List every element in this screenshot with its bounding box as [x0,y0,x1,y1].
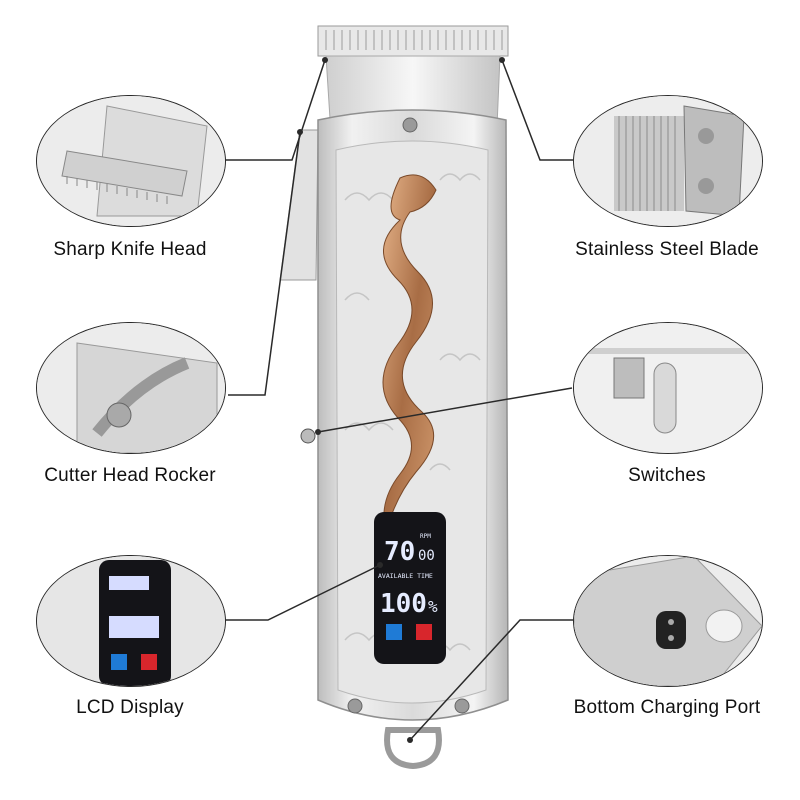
lcd-time: 70 [384,537,415,567]
lcd-unit: RPM [420,533,431,540]
lcd-battery: 100 [380,589,427,619]
callout-cutter-head-rocker [36,322,226,454]
switch-closeup [574,323,762,453]
label-sharp-knife-head: Sharp Knife Head [53,239,207,260]
cutter-rocker-lever [279,129,319,281]
knife-head-closeup [37,96,225,226]
lcd-caption: AVAILABLE TIME [378,572,433,580]
lcd-red-icon [416,624,432,640]
rocker-closeup [37,323,225,453]
callout-lcd-display [36,555,226,687]
label-switches: Switches [628,465,706,486]
label-lcd-display: LCD Display [76,697,184,718]
power-switch [300,428,316,444]
callout-bottom-charging-port [573,555,763,687]
callout-stainless-steel-blade [573,95,763,227]
label-cutter-head-rocker: Cutter Head Rocker [44,465,216,486]
lcd-closeup [37,556,225,686]
charging-port-closeup [574,556,762,686]
gold-dragon [382,174,437,534]
callout-sharp-knife-head [36,95,226,227]
label-stainless-steel-blade: Stainless Steel Blade [575,239,759,260]
lcd-time-small: 00 [418,548,435,564]
bottom-hanging-loop [384,727,442,770]
callout-switches [573,322,763,454]
steel-blade-closeup [574,96,762,226]
lcd-percent: % [428,597,438,616]
label-bottom-charging-port: Bottom Charging Port [573,697,761,718]
lcd-screen: 70 00 RPM AVAILABLE TIME 100 % [374,512,446,664]
lcd-blue-icon [386,624,402,640]
